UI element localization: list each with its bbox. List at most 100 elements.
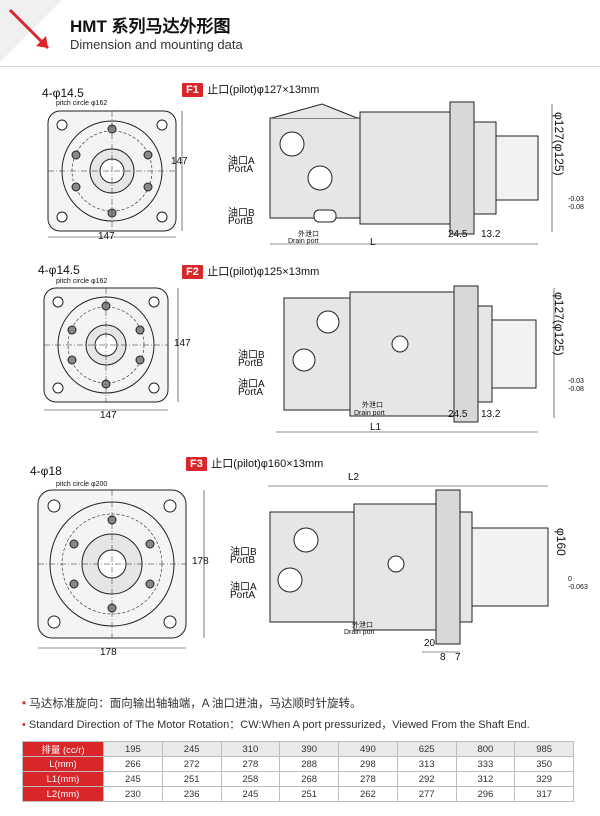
table-cell: 251 [161, 771, 222, 787]
table-row-label: L1(mm) [22, 771, 104, 787]
f3-dim-b: 8 [440, 652, 446, 663]
table-cell: 298 [338, 756, 398, 772]
table-cell: 266 [103, 756, 163, 772]
f3-drain-en: Drain port [344, 629, 375, 636]
f1-port-a-cn: 油口A [228, 156, 255, 167]
f2-dim-b: 13.2 [481, 409, 501, 420]
f3-width-dim: 178 [100, 647, 117, 658]
f3-dia-tol-top: 0 [568, 576, 572, 583]
f3-badge: F3 [186, 457, 207, 471]
table-cell: 245 [220, 786, 281, 802]
f3-pilot-label: 止口(pilot)φ160×13mm [211, 458, 324, 470]
page-subtitle: Dimension and mounting data [70, 37, 243, 52]
table-header-cell: 800 [455, 741, 516, 757]
note-en-text: Standard Direction of The Motor Rotation… [28, 719, 530, 731]
table-header-cell: 490 [338, 741, 398, 757]
table-cell: 288 [279, 756, 339, 772]
f1-badge: F1 [182, 83, 203, 97]
table-cell: 350 [514, 756, 574, 772]
f2-holes-label: 4-φ14.5 [38, 263, 80, 277]
table-header-cell: 195 [103, 741, 163, 757]
table-cell: 268 [279, 771, 339, 787]
table-cell: 278 [220, 756, 281, 772]
table-cell: 296 [455, 786, 516, 802]
f2-dia-tol-top: -0.03 [568, 378, 584, 385]
f3-port-a-en: PortA [230, 590, 256, 601]
table-cell: 317 [514, 786, 574, 802]
f2-front-view [43, 287, 179, 411]
table-cell: 236 [161, 786, 222, 802]
f2-drain-cn: 外泄口 [362, 402, 383, 409]
f3-length-label: L2 [348, 472, 360, 483]
f1-length-label: L [370, 237, 376, 248]
f2-side-view [276, 285, 555, 433]
f2-dim-a: 24.5 [448, 409, 468, 420]
table-row-label: L(mm) [22, 756, 104, 772]
f2-pilot-label: 止口(pilot)φ125×13mm [207, 266, 320, 278]
f2-dia-tol-bot: -0.08 [568, 386, 584, 393]
f2-height-dim: 147 [174, 338, 191, 349]
f1-dim-b: 13.2 [481, 229, 501, 240]
table-header-cell: 625 [396, 741, 457, 757]
f1-side-view [269, 101, 553, 245]
f1-port-b-cn: 油口B [228, 208, 255, 219]
f1-pilot-row: F1 止口(pilot)φ127×13mm [182, 80, 319, 98]
corner-arrow-logo [0, 0, 62, 62]
f2-length-label: L1 [370, 422, 382, 433]
f3-dim-c: 7 [455, 652, 461, 663]
f2-pilot-row: F2 止口(pilot)φ125×13mm [182, 262, 319, 280]
table-row-label: L2(mm) [22, 786, 104, 802]
table-row: L1(mm) 245 251 258 268 278 292 312 329 [22, 771, 574, 787]
page-title: HMT 系列马达外形图 [70, 17, 231, 36]
f2-drain-en: Drain port [354, 410, 385, 417]
table-row: L(mm) 266 272 278 288 298 313 333 350 [22, 756, 574, 772]
f3-front-view [37, 489, 205, 649]
f2-port-b-cn: 油口B [238, 350, 265, 361]
table-header-cell: 390 [279, 741, 339, 757]
f3-port-b-cn: 油口B [230, 547, 257, 558]
table-header-cell: 310 [220, 741, 281, 757]
f1-drain-cn: 外泄口 [298, 231, 319, 238]
table-cell: 333 [455, 756, 516, 772]
f1-front-view [47, 110, 183, 238]
f2-dia-main: φ127(φ125) [552, 292, 566, 356]
f1-holes-label: 4-φ14.5 [42, 86, 84, 100]
f1-pitch-circle-label: pitch circle φ162 [56, 100, 108, 107]
f1-dia-tol-bot: -0.08 [568, 204, 584, 211]
f3-holes-label: 4-φ18 [30, 464, 62, 478]
f3-pilot-row: F3 止口(pilot)φ160×13mm [186, 454, 323, 472]
note-cn-text: 马达标准旋向：面向输出轴轴端，A 油口进油，马达顺时针旋转。 [29, 698, 362, 710]
note-cn: • 马达标准旋向：面向输出轴轴端，A 油口进油，马达顺时针旋转。 [22, 698, 362, 710]
f3-drain-cn: 外泄口 [352, 622, 373, 629]
f1-port-b-en: PortB [228, 216, 254, 227]
table-cell: 251 [279, 786, 339, 802]
f2-pitch-circle-label: pitch circle φ162 [56, 278, 108, 285]
f1-pilot-label: 止口(pilot)φ127×13mm [207, 84, 320, 96]
f3-port-a-cn: 油口A [230, 582, 257, 593]
f1-dim-a: 24.5 [448, 229, 468, 240]
f1-drain-en: Drain port [288, 238, 319, 245]
table-header-label: 排量 (cc/r) [22, 741, 104, 757]
table-cell: 313 [396, 756, 457, 772]
table-cell: 312 [455, 771, 516, 787]
table-row: L2(mm) 230 236 245 251 262 277 296 317 [22, 786, 574, 802]
table-cell: 292 [396, 771, 457, 787]
f1-dia-main: φ127(φ125) [552, 112, 566, 176]
f2-badge: F2 [182, 265, 203, 279]
table-header-cell: 985 [514, 741, 574, 757]
table-cell: 272 [161, 756, 222, 772]
table-cell: 277 [396, 786, 457, 802]
f1-width-dim: 147 [98, 231, 115, 242]
table-cell: 258 [220, 771, 281, 787]
f3-dia-main: φ160 [554, 528, 568, 556]
f2-port-a-cn: 油口A [238, 379, 265, 390]
f1-port-a-en: PortA [228, 164, 254, 175]
f1-height-dim: 147 [171, 156, 188, 167]
f2-port-b-en: PortB [238, 358, 264, 369]
table-cell: 262 [338, 786, 398, 802]
f3-dia-tol-bot: -0.063 [568, 584, 588, 591]
f1-dia-tol-top: -0.03 [568, 196, 584, 203]
table-cell: 329 [514, 771, 574, 787]
f2-width-dim: 147 [100, 410, 117, 421]
table-cell: 245 [103, 771, 163, 787]
